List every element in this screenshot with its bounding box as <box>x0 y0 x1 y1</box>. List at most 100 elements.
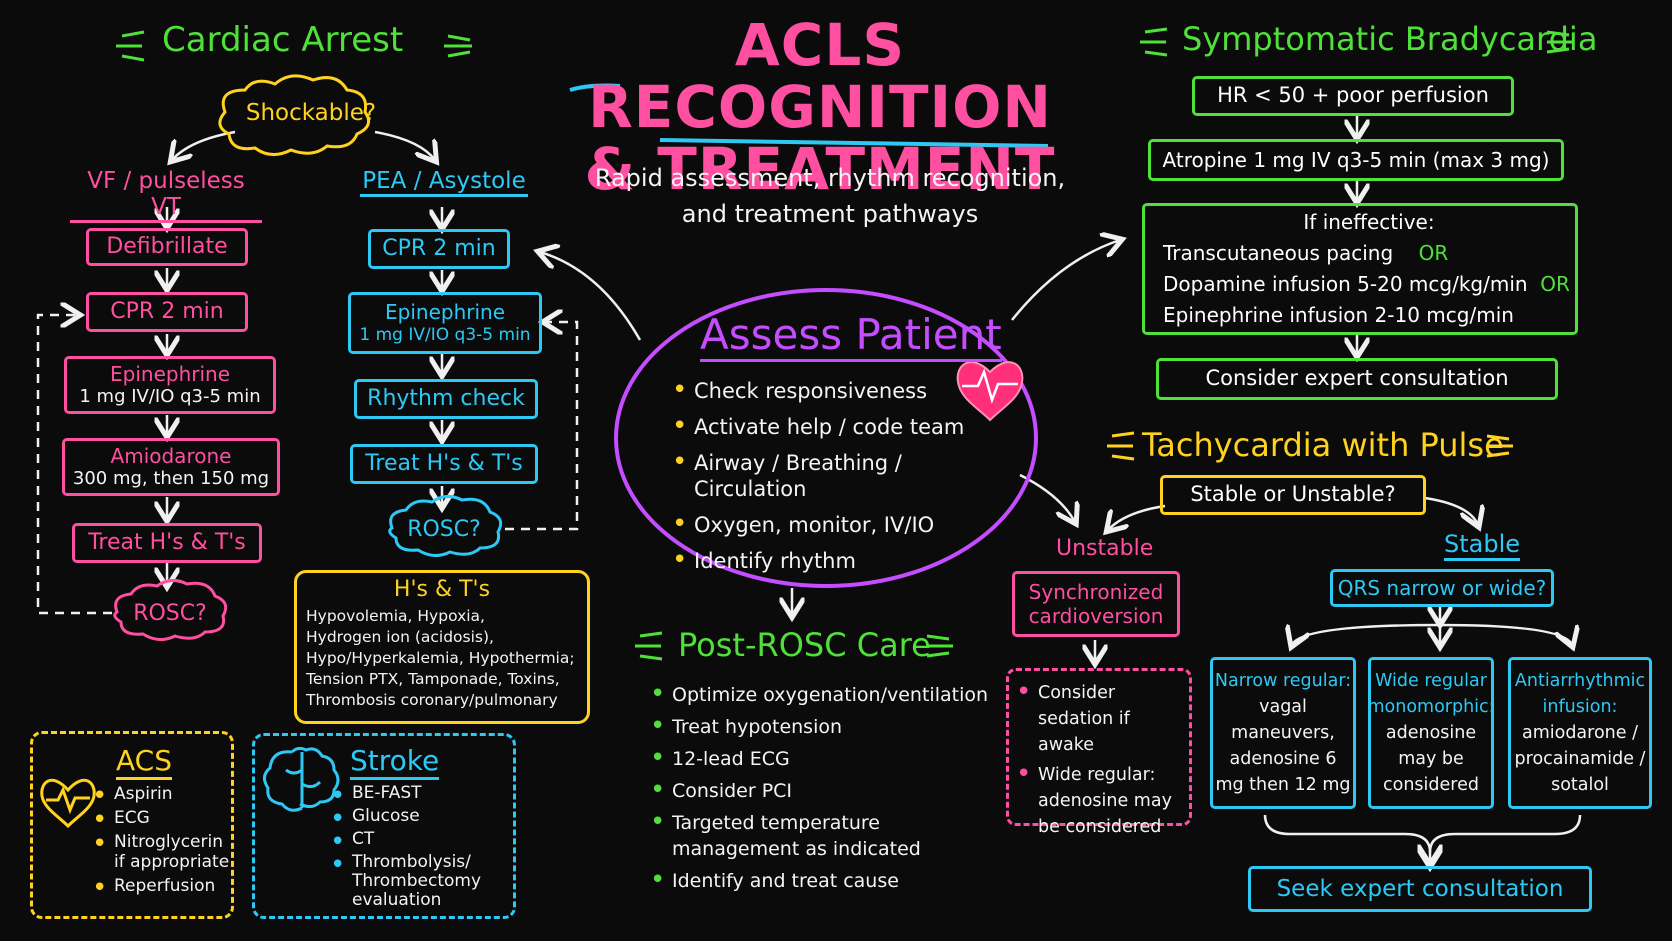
stroke-item: Glucose <box>328 806 510 832</box>
epinephrine-infusion-option: Epinephrine infusion 2-10 mcg/min <box>1163 303 1514 327</box>
narrow-regular-title: Narrow regular: <box>1214 671 1352 691</box>
pacing-text: Transcutaneous pacing <box>1163 241 1394 265</box>
amiodarone-title: Amiodarone <box>110 443 232 468</box>
post-rosc-item: Targeted temperature management as indic… <box>648 809 988 862</box>
assess-title: Assess Patient <box>700 310 1002 362</box>
stable-label: Stable <box>1444 530 1521 561</box>
acs-item: ECG <box>90 807 232 833</box>
hs-ts-line: Hypovolemia, Hypoxia, <box>306 606 485 625</box>
title-line-1: ACLS RECOGNITION <box>588 11 1052 141</box>
or-label: OR <box>1418 241 1449 265</box>
acs-item: Nitroglycerin if appropriate <box>90 831 232 872</box>
wide-regular-title: Wide regular monomorphic: <box>1367 671 1495 717</box>
rosc-mid: ROSC? <box>407 516 481 542</box>
stroke-item: CT <box>328 829 510 855</box>
rosc-cloud-mid <box>388 495 503 557</box>
ineffective-title: If ineffective: <box>1303 210 1435 234</box>
hs-ts-line: Hydrogen ion (acidosis), <box>306 627 494 646</box>
bradycardia-heading: Symptomatic Bradycardia <box>1182 20 1598 58</box>
epinephrine-box-mid: Epinephrine 1 mg IV/IO q3-5 min <box>348 292 542 354</box>
cpr-box-left: CPR 2 min <box>86 292 248 332</box>
hs-ts-box: H's & T's Hypovolemia, Hypoxia, Hydrogen… <box>294 570 590 724</box>
post-rosc-item: Treat hypotension <box>648 713 988 740</box>
shockable-decision: Shockable? <box>245 100 377 126</box>
epinephrine-title-mid: Epinephrine <box>385 300 505 325</box>
unstable-note: Wide regular: adenosine may be considere… <box>1014 761 1190 840</box>
assess-item: Check responsiveness <box>670 377 1000 404</box>
dopamine-text: Dopamine infusion 5-20 mcg/kg/min <box>1163 272 1528 296</box>
ineffective-box: If ineffective: Transcutaneous pacing OR… <box>1142 203 1578 335</box>
stroke-title: Stroke <box>350 744 440 780</box>
unstable-notes-list: Consider sedation if awake Wide regular:… <box>1014 679 1190 840</box>
antiarrhythmic-title: Antiarrhythmic infusion: <box>1514 671 1646 717</box>
treat-hs-ts-left: Treat H's & T's <box>72 523 262 563</box>
arrow-assess-to-arrest <box>540 252 642 341</box>
subtitle: Rapid assessment, rhythm recognition, an… <box>580 160 1080 232</box>
tachy-expert-box: Seek expert consultation <box>1248 866 1592 912</box>
unstable-label: Unstable <box>1056 536 1154 561</box>
acs-box <box>30 731 234 919</box>
assess-item: Airway / Breathing / Circulation <box>670 449 1000 502</box>
acs-item: Reperfusion <box>90 875 232 901</box>
cardiac-arrest-heading: Cardiac Arrest <box>162 20 404 60</box>
stroke-box <box>252 733 516 919</box>
wide-regular-body: adenosine may be considered <box>1383 723 1479 795</box>
shockable-cloud <box>218 74 371 156</box>
tachycardia-heading: Tachycardia with Pulse <box>1142 426 1504 464</box>
narrow-regular-box: Narrow regular: vagal maneuvers, adenosi… <box>1210 657 1356 809</box>
shockable-label: VF / pulseless VT <box>70 168 262 223</box>
assess-item: Identify rhythm <box>670 547 1000 574</box>
hs-ts-line: Hypo/Hyperkalemia, Hypothermia; <box>306 648 575 667</box>
nonshockable-label: PEA / Asystole <box>360 168 528 197</box>
qrs-box: QRS narrow or wide? <box>1330 569 1554 607</box>
epinephrine-box-left: Epinephrine 1 mg IV/IO q3-5 min <box>64 356 276 414</box>
brain-icon <box>263 746 340 812</box>
stroke-item: BE-FAST <box>328 783 510 809</box>
defibrillate-box: Defibrillate <box>86 228 248 266</box>
acs-title: ACS <box>116 744 172 780</box>
rhythm-check-box: Rhythm check <box>354 379 538 419</box>
brady-criteria-box: HR < 50 + poor perfusion <box>1192 76 1514 116</box>
post-rosc-list: Optimize oxygenation/ventilation Treat h… <box>648 681 988 894</box>
treat-hs-ts-mid: Treat H's & T's <box>350 444 538 484</box>
post-rosc-item: Identify and treat cause <box>648 867 988 894</box>
hs-ts-title: H's & T's <box>393 577 491 602</box>
epinephrine-title-left: Epinephrine <box>110 361 230 386</box>
stable-decision-box: Stable or Unstable? <box>1160 475 1426 515</box>
cpr-box-mid: CPR 2 min <box>368 229 510 269</box>
rosc-cloud-left <box>113 579 228 641</box>
arrow-to-shockable <box>172 130 236 160</box>
assess-list: Check responsiveness Activate help / cod… <box>670 377 1000 574</box>
acs-list: Aspirin ECG Nitroglycerin if appropriate… <box>90 783 232 901</box>
or-label: OR <box>1540 272 1570 296</box>
dopamine-option: Dopamine infusion 5-20 mcg/kg/min OR <box>1163 269 1570 300</box>
stroke-item: Thrombolysis/ Thrombectomy evaluation <box>328 852 510 910</box>
brady-expert-box: Consider expert consultation <box>1156 358 1558 400</box>
cardioversion-box: Synchronized cardioversion <box>1012 571 1180 637</box>
stroke-list: BE-FAST Glucose CT Thrombolysis/ Thrombe… <box>328 783 510 910</box>
title-line-2: & TREATMENT <box>584 135 1056 203</box>
rosc-left: ROSC? <box>133 600 207 626</box>
subtitle-line-1: Rapid assessment, rhythm recognition, <box>594 164 1066 192</box>
arrow-to-nonshockable <box>374 130 435 160</box>
amiodarone-dose: 300 mg, then 150 mg <box>72 468 270 490</box>
post-rosc-item: Consider PCI <box>648 777 988 804</box>
antiarrhythmic-body: amiodarone / procainamide / sotalol <box>1514 723 1646 795</box>
wide-regular-box: Wide regular monomorphic: adenosine may … <box>1367 657 1495 809</box>
assess-item: Oxygen, monitor, IV/IO <box>670 511 1000 538</box>
hs-ts-list: Hypovolemia, Hypoxia, Hydrogen ion (acid… <box>306 606 578 711</box>
acs-item: Aspirin <box>90 783 232 809</box>
epinephrine-dose-mid: 1 mg IV/IO q3-5 min <box>359 324 531 345</box>
epinephrine-dose-left: 1 mg IV/IO q3-5 min <box>79 386 261 408</box>
subtitle-line-2: and treatment pathways <box>681 200 979 228</box>
page-title: ACLS RECOGNITION & TREATMENT <box>560 14 1080 200</box>
narrow-regular-body: vagal maneuvers, adenosine 6 mg then 12 … <box>1215 697 1351 795</box>
post-rosc-title: Post-ROSC Care <box>678 626 931 664</box>
hs-ts-line: Thrombosis coronary/pulmonary <box>306 690 558 709</box>
unstable-note: Consider sedation if awake <box>1014 679 1190 758</box>
amiodarone-box: Amiodarone 300 mg, then 150 mg <box>62 438 280 496</box>
hs-ts-line: Tension PTX, Tamponade, Toxins, <box>306 669 560 688</box>
arrow-assess-to-brady <box>1011 240 1120 321</box>
antiarrhythmic-box: Antiarrhythmic infusion: amiodarone / pr… <box>1508 657 1652 809</box>
